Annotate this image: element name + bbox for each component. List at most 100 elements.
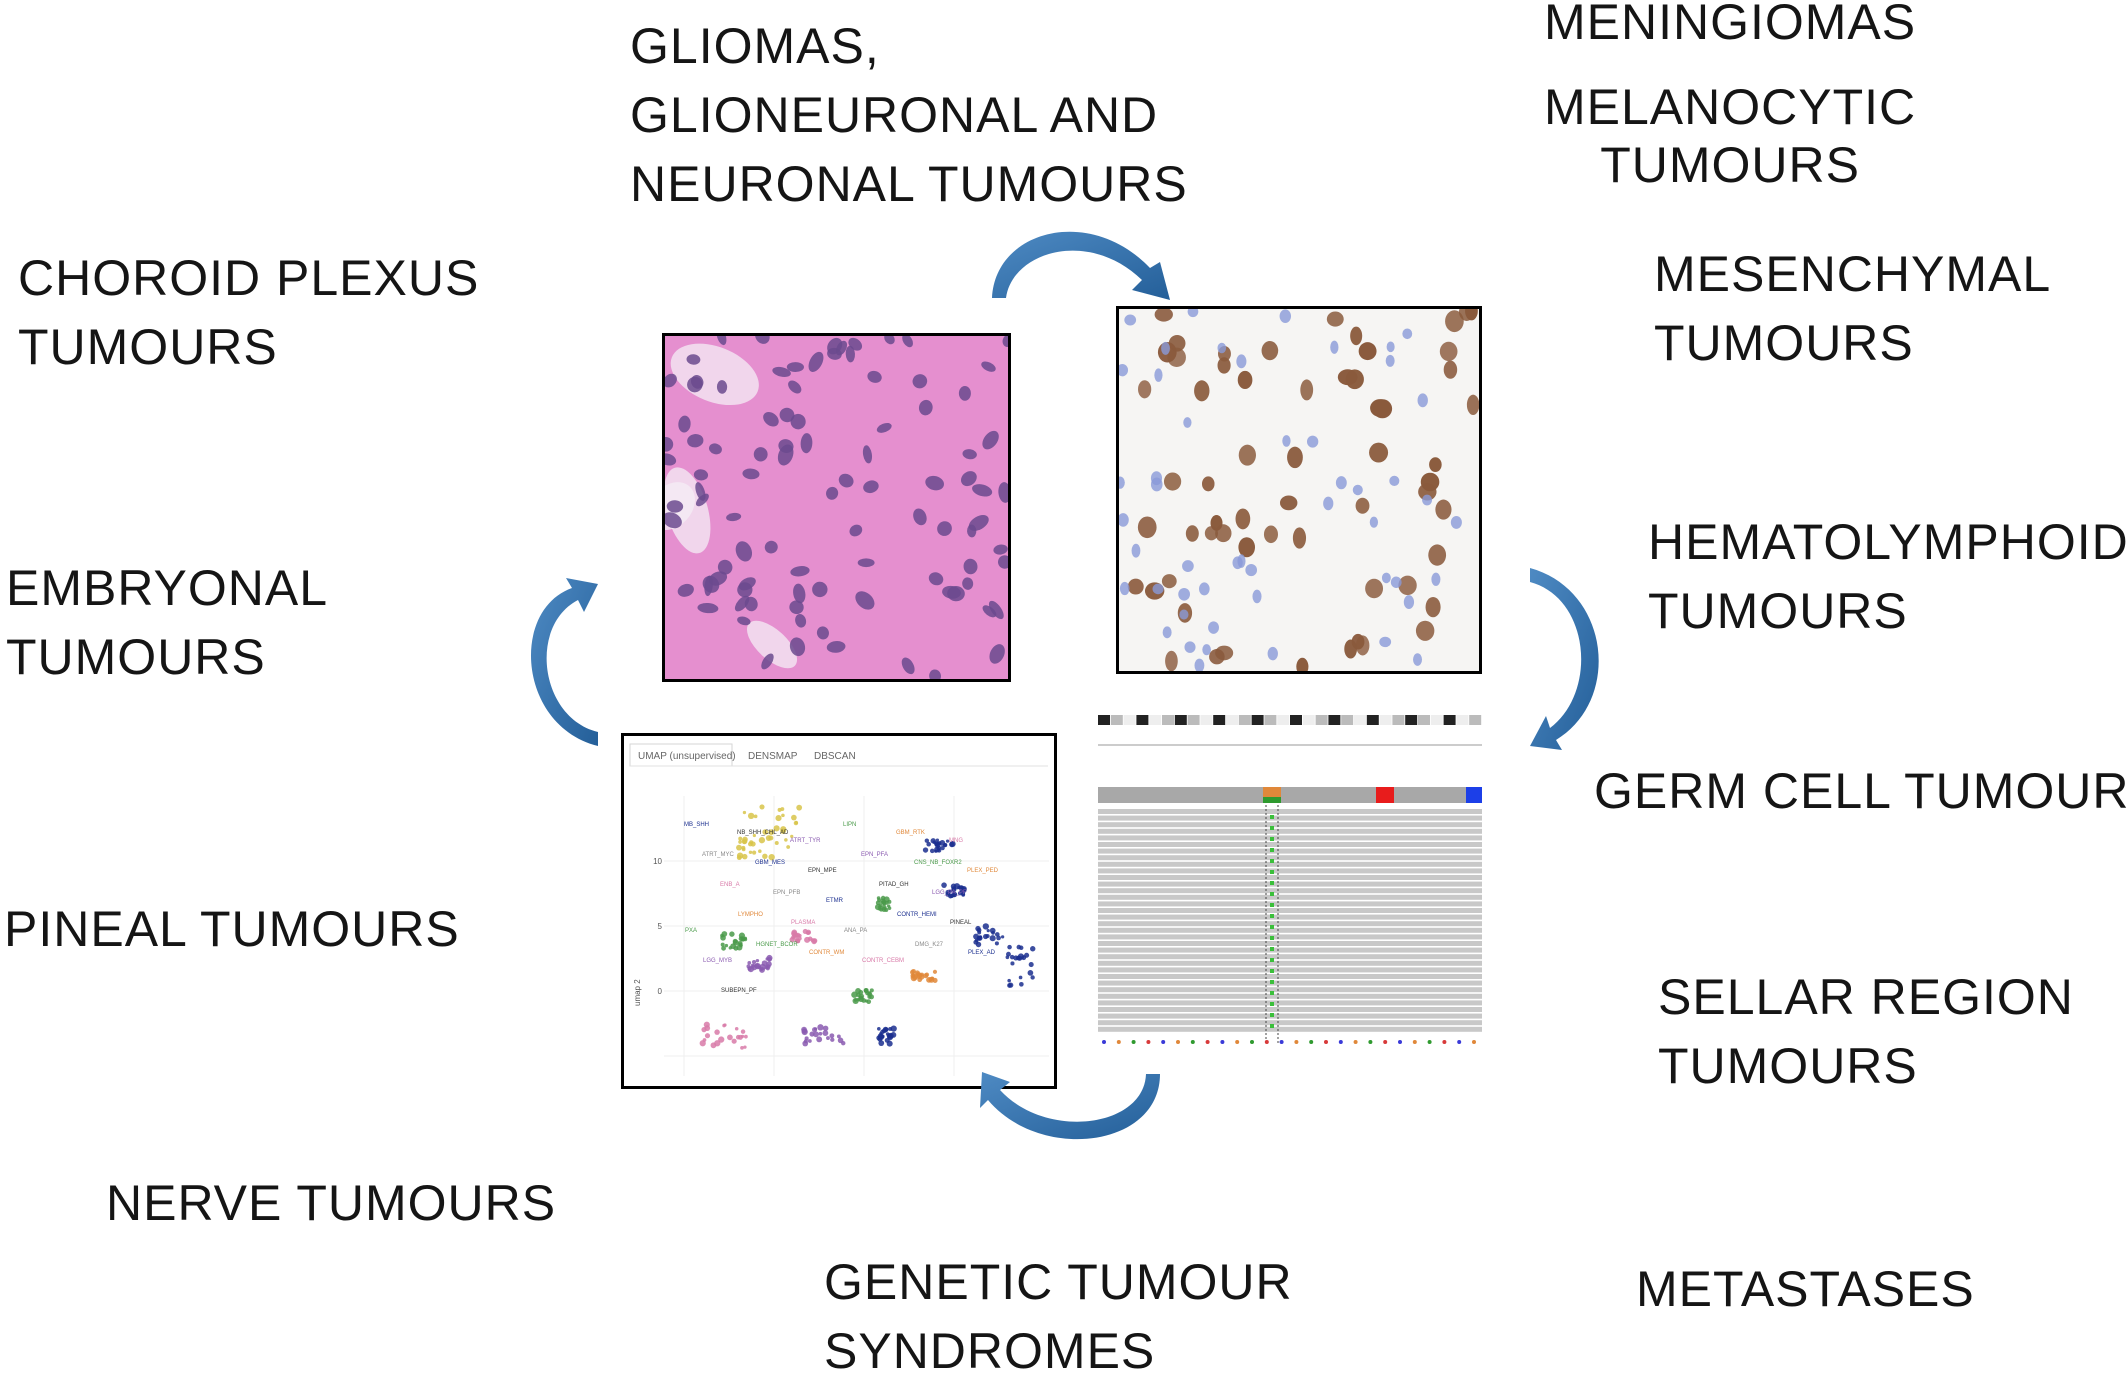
tab-densmap[interactable]: DENSMAP — [748, 751, 798, 762]
he-nucleus — [793, 583, 806, 604]
umap-point — [879, 903, 883, 907]
tab-umap[interactable]: UMAP (unsupervised) — [638, 751, 736, 762]
label-line: GERM CELL TUMOURS — [1594, 763, 2128, 819]
igv-sequence-base — [1353, 1040, 1358, 1044]
ihc-positive-nucleus — [1165, 650, 1178, 671]
umap-point — [758, 849, 762, 853]
ihc-negative-nucleus — [1403, 595, 1415, 610]
umap-point — [879, 907, 884, 912]
igv-read-row — [1098, 881, 1482, 887]
he-nucleus — [726, 512, 742, 522]
umap-point — [929, 848, 935, 854]
umap-point — [743, 1045, 747, 1049]
umap-cluster-label: ATRT_MYC — [702, 852, 734, 858]
ihc-positive-nucleus — [1429, 457, 1442, 473]
umap-point — [932, 969, 938, 974]
igv-read-row — [1098, 987, 1482, 993]
he-nucleus — [790, 413, 806, 430]
he-nucleus — [962, 449, 977, 460]
ihc-positive-nucleus — [1163, 472, 1182, 491]
umap-point — [926, 977, 932, 983]
he-nucleus — [738, 577, 756, 591]
umap-point — [736, 844, 742, 851]
he-nucleus — [876, 422, 892, 433]
he-nucleus — [988, 600, 1004, 620]
ihc-positive-nucleus — [1355, 497, 1370, 514]
umap-point — [977, 936, 982, 941]
igv-sequence-base — [1205, 1040, 1210, 1044]
ihc-positive-nucleus — [1326, 311, 1344, 327]
umap-point — [741, 838, 748, 845]
umap-point — [746, 964, 751, 969]
umap-point — [982, 923, 990, 930]
he-nucleus — [827, 337, 843, 355]
igv-ideogram-band — [1328, 715, 1341, 725]
igv-read-row — [1098, 921, 1482, 927]
umap-point — [1006, 951, 1011, 957]
label-metastases: METASTASES — [1636, 1255, 1975, 1324]
he-nucleus — [695, 482, 706, 501]
igv-mismatch — [1270, 903, 1274, 907]
igv-read-row — [1098, 954, 1482, 960]
label-line: CHOROID PLEXUS — [18, 250, 480, 306]
label-line: METASTASES — [1636, 1261, 1975, 1317]
label-embryonal: EMBRYONAL TUMOURS — [6, 554, 328, 692]
ihc-negative-nucleus — [1369, 516, 1379, 528]
umap-point — [732, 938, 738, 944]
umap-point — [773, 825, 780, 832]
he-nucleus — [812, 581, 828, 598]
igv-read-row — [1098, 822, 1482, 828]
he-nucleus — [972, 484, 993, 497]
igv-read-row — [1098, 934, 1482, 940]
umap-point — [1008, 982, 1014, 988]
igv-ideogram-band — [1162, 715, 1174, 725]
igv-ideogram-band — [1341, 715, 1354, 725]
umap-point — [868, 994, 874, 1000]
he-nucleus — [666, 500, 684, 513]
umap-cluster-label: ATRT_TYR — [790, 838, 821, 844]
umap-point — [775, 815, 782, 822]
umap-point — [768, 853, 775, 861]
ihc-negative-nucleus — [1178, 587, 1190, 601]
igv-sequence-base — [1131, 1040, 1136, 1044]
ihc-negative-nucleus — [1306, 435, 1319, 448]
tab-dbscan[interactable]: DBSCAN — [814, 751, 856, 762]
umap-cluster-label: ANA_PA — [844, 928, 867, 934]
igv-read-row — [1098, 868, 1482, 874]
umap-point — [791, 814, 797, 821]
igv-read-row — [1098, 974, 1482, 979]
umap-cluster-label: PINEAL — [950, 920, 972, 926]
umap-point — [759, 804, 765, 810]
igv-ideogram-band — [1418, 715, 1430, 725]
igv-read-row — [1098, 993, 1482, 999]
he-nucleus — [857, 558, 875, 568]
umap-point — [714, 1029, 720, 1035]
ihc-negative-nucleus — [1390, 576, 1402, 588]
umap-point — [883, 896, 890, 903]
ihc-positive-nucleus — [1370, 399, 1390, 417]
umap-point — [1010, 961, 1015, 966]
umap-point — [768, 835, 774, 841]
he-nucleus — [790, 566, 810, 577]
igv-mismatch — [1270, 815, 1274, 819]
umap-point — [784, 838, 788, 842]
label-line: TUMOURS — [1658, 1038, 1918, 1094]
ihc-positive-nucleus — [1420, 472, 1440, 492]
he-nucleus — [709, 443, 722, 455]
ihc-stain-drawing — [1119, 309, 1479, 671]
umap-point — [768, 829, 775, 835]
ihc-positive-nucleus — [1358, 342, 1377, 361]
umap-point — [777, 807, 782, 812]
ihc-negative-nucleus — [1385, 354, 1395, 367]
igv-mismatch — [1270, 892, 1274, 896]
igv-ideogram-band — [1290, 715, 1302, 725]
label-germ-cell: GERM CELL TUMOURS — [1594, 757, 2128, 826]
umap-point — [701, 1027, 707, 1033]
umap-point — [780, 826, 787, 833]
he-nucleus — [800, 433, 813, 454]
he-nucleus — [687, 433, 704, 448]
umap-clusters — [699, 804, 1036, 1050]
he-nucleus — [716, 380, 728, 394]
umap-point — [804, 1036, 809, 1041]
